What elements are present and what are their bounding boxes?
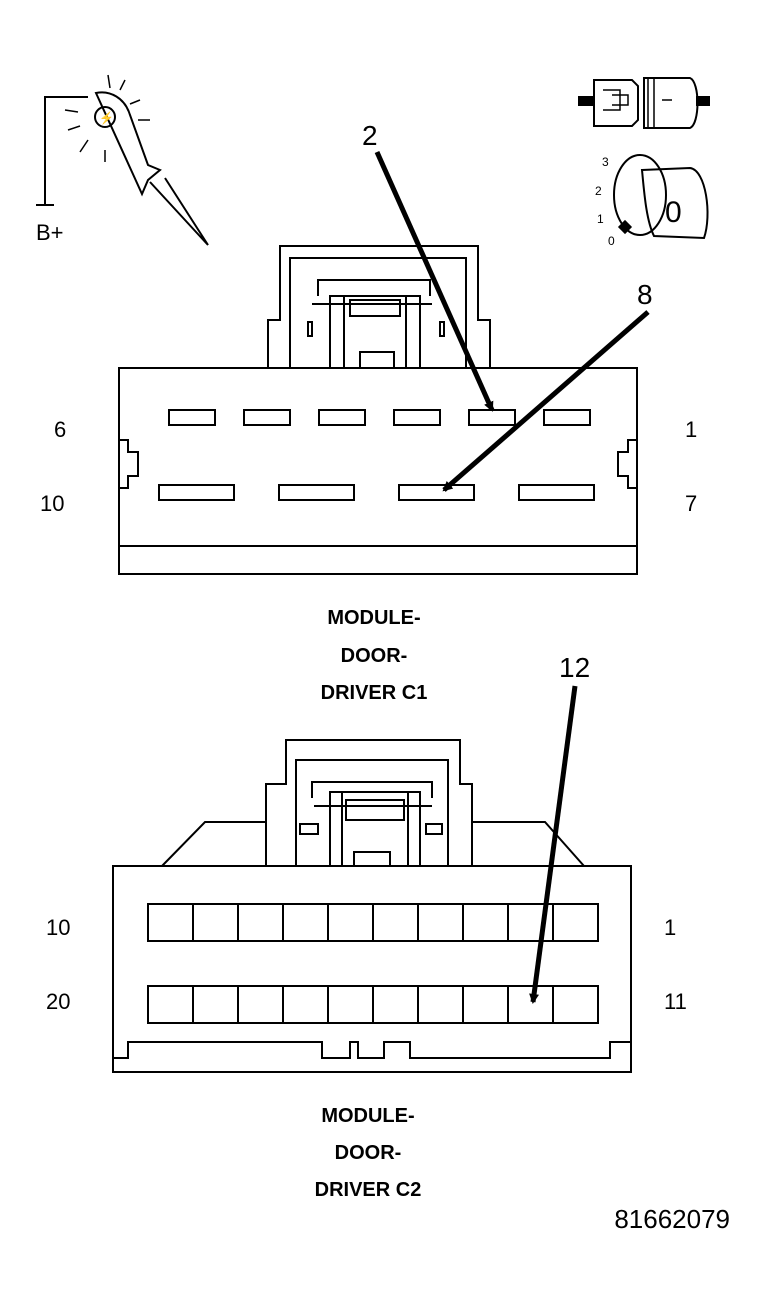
c1-caption-line-3: DRIVER C1 bbox=[321, 682, 428, 704]
c2-callout-12-arrow bbox=[529, 685, 578, 1004]
svg-text:⚡: ⚡ bbox=[99, 111, 114, 125]
connector-icon bbox=[578, 77, 710, 129]
test-light-icon: ⚡ B+ bbox=[36, 74, 209, 246]
connector-c1 bbox=[118, 245, 638, 575]
c2-pin-label-bottom-left: 20 bbox=[46, 989, 70, 1014]
c1-pin-label-bottom-left: 10 bbox=[40, 491, 64, 516]
c1-callout-2: 2 bbox=[362, 120, 378, 151]
c1-callout-8: 8 bbox=[637, 279, 653, 310]
key-position-3: 3 bbox=[602, 155, 609, 169]
c1-caption-line-1: MODULE- bbox=[327, 607, 420, 629]
c1-callout-2-arrow bbox=[374, 150, 495, 412]
key-position-0: 0 bbox=[608, 234, 615, 248]
c1-pin-label-bottom-right: 7 bbox=[685, 491, 697, 516]
c2-caption-line-1: MODULE- bbox=[321, 1105, 414, 1127]
key-position-1: 1 bbox=[597, 212, 604, 226]
connector-c2 bbox=[112, 739, 632, 1073]
supply-label: B+ bbox=[36, 220, 64, 245]
c1-callout-8-arrow bbox=[442, 310, 650, 492]
c2-pin-label-bottom-right: 11 bbox=[664, 989, 687, 1014]
ignition-key-icon: 3 2 1 0 0 bbox=[595, 154, 709, 248]
c1-pin-label-top-right: 1 bbox=[685, 417, 697, 442]
c2-caption-line-3: DRIVER C2 bbox=[315, 1179, 422, 1201]
c2-pin-label-top-left: 10 bbox=[46, 915, 70, 940]
c2-callout-12: 12 bbox=[559, 652, 590, 683]
key-label: 0 bbox=[665, 196, 682, 229]
c2-caption-line-2: DOOR- bbox=[335, 1142, 402, 1164]
key-position-2: 2 bbox=[595, 184, 602, 198]
c1-pin-label-top-left: 6 bbox=[54, 417, 66, 442]
figure-number: 81662079 bbox=[614, 1204, 730, 1234]
c1-caption-line-2: DOOR- bbox=[341, 645, 408, 667]
c2-pin-label-top-right: 1 bbox=[664, 915, 676, 940]
